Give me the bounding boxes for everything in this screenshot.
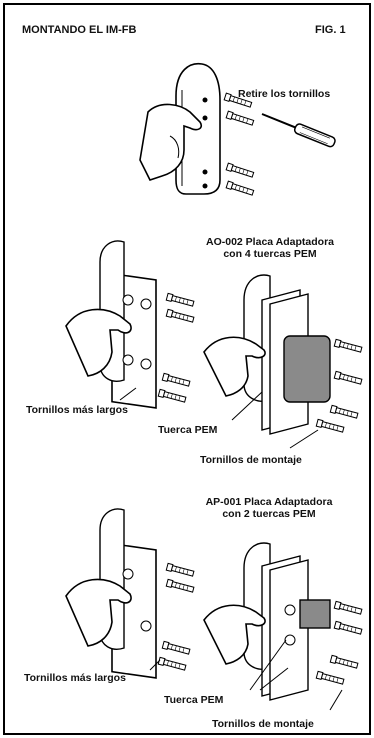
step3-title-line2: con 2 tuercas PEM [222,508,316,520]
step3-right-illustration [203,542,363,711]
figure-number: FIG. 1 [315,24,346,36]
step3-mount-screws-label: Tornillos de montaje [212,718,314,730]
step3-left-illustration [65,508,195,679]
step3-title-line1: AP-001 Placa Adaptadora [205,496,333,508]
figure-border [3,3,371,735]
hand [139,103,203,181]
step3-pem-nut-label: Tuerca PEM [164,694,224,706]
step3-longer-screws-label: Tornillos más largos [24,672,126,684]
device-box [299,599,331,629]
step2-left-illustration [65,240,195,409]
screwdriver-icon [261,113,336,148]
step2-title: AO-002 Placa Adaptadora con 4 tuercas PE… [180,236,360,260]
step3-title: AP-001 Placa Adaptadora con 2 tuercas PE… [176,496,362,520]
step2-pem-nut-label: Tuerca PEM [158,424,218,436]
step2-title-line2: con 4 tuercas PEM [223,248,317,260]
step2-longer-screws-label: Tornillos más largos [26,404,128,416]
step2-right-illustration [203,274,363,449]
step1-illustration [139,62,336,197]
figure-title: MONTANDO EL IM-FB [22,24,137,36]
step1-label: Retire los tornillos [238,88,331,100]
step2-title-line1: AO-002 Placa Adaptadora [206,236,334,248]
step2-mount-screws-label: Tornillos de montaje [200,454,302,466]
device-box [283,335,331,403]
